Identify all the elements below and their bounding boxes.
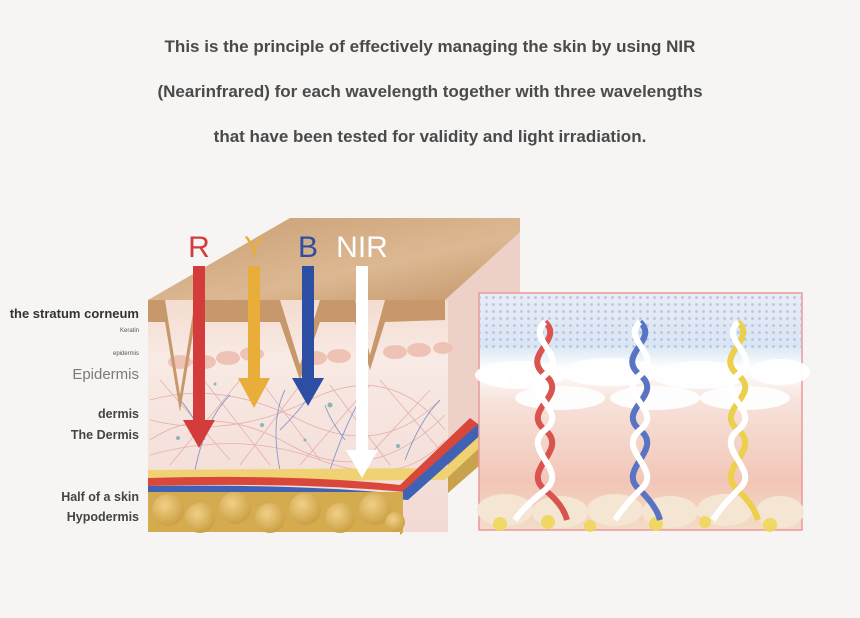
label-epidermis-small: epidermis <box>112 351 139 357</box>
fat-cells <box>152 492 405 533</box>
label-the-dermis: The Dermis <box>70 428 139 442</box>
wavelength-label-r: R <box>188 231 210 264</box>
headline: This is the principle of effectively man… <box>0 24 860 159</box>
yellow-light-helix <box>727 319 761 521</box>
arrow-b <box>292 266 324 406</box>
label-keratin: Keratin <box>119 328 139 334</box>
label-stratum-corneum: the stratum corneum <box>9 306 139 321</box>
stratum-corneum-layer <box>148 300 445 412</box>
arrow-nir <box>346 266 378 478</box>
wavelength-label-nir: NIR <box>336 231 388 264</box>
artery-vessel <box>148 418 478 492</box>
label-epidermis: Epidermis <box>72 366 139 383</box>
arrow-y <box>238 266 270 408</box>
label-dermis: dermis <box>98 407 139 421</box>
yellow-band <box>148 398 520 482</box>
headline-line-3: that have been tested for validity and l… <box>213 127 647 146</box>
wavelength-label-b: B <box>298 231 318 264</box>
arrow-r <box>183 266 215 448</box>
red-light-helix <box>534 319 570 521</box>
dermis-cells <box>176 382 400 448</box>
label-hypodermis: Hypodermis <box>66 510 139 524</box>
block-top-surface <box>148 218 520 300</box>
headline-line-2: (Nearinfrared) for each wavelength toget… <box>157 82 703 101</box>
wavelength-label-y: Y <box>244 231 264 264</box>
magnified-inset <box>475 292 810 532</box>
label-half-skin: Half of a skin <box>61 490 139 504</box>
headline-line-1: This is the principle of effectively man… <box>164 37 696 56</box>
blue-light-helix <box>629 319 663 521</box>
